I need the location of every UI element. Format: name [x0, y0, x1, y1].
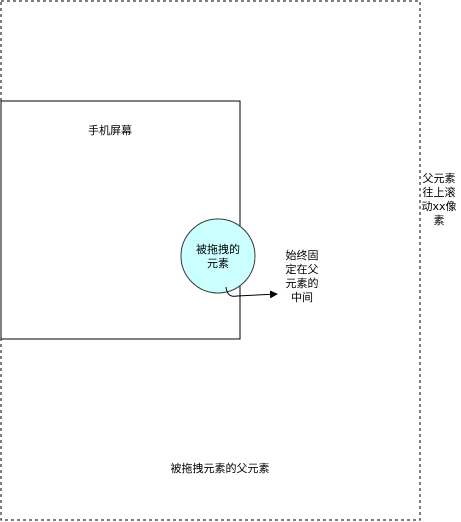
parent-element-label: 被拖拽元素的父元素: [170, 462, 270, 475]
parent-scroll-note: 父元素 往上滚 动xx像 素: [421, 172, 457, 227]
dragged-element-label: 被拖拽的 元素: [196, 243, 240, 270]
annotation-label: 始终固 定在父 元素的 中间: [285, 249, 319, 304]
connector-arrow: [225, 286, 278, 299]
phone-screen-box: [0, 100, 241, 340]
phone-screen-label: 手机屏幕: [88, 124, 132, 137]
dragged-element-circle: [180, 218, 256, 294]
